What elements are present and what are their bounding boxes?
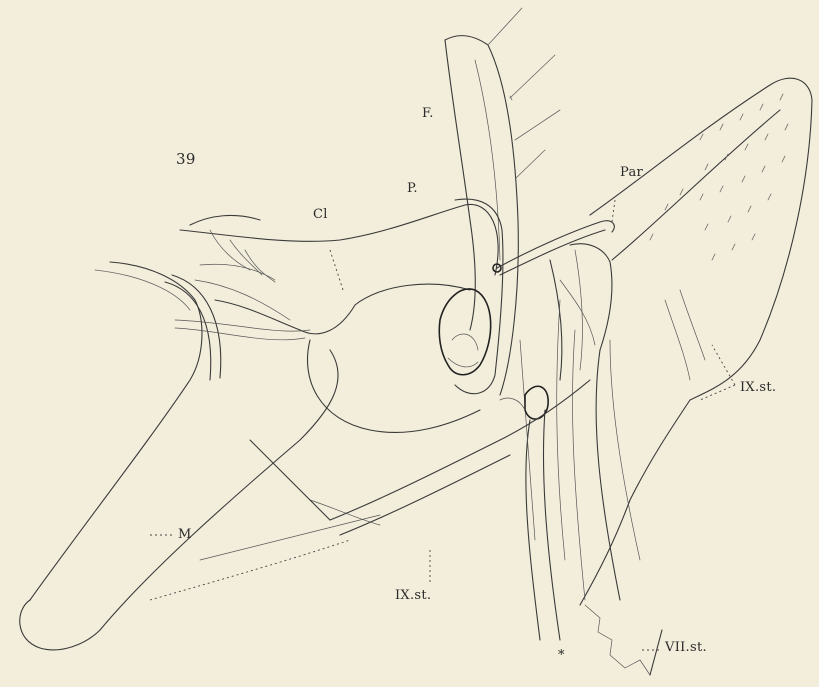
vii-sternite-edge [585,605,662,675]
figure-number: 39 [176,150,196,168]
label-ix-st-right: IX.st. [740,380,776,395]
label-f: F. [422,106,434,121]
label-par: Par [620,165,643,180]
label-ix-st-bottom: IX.st. [395,588,431,603]
lower-sheath [150,380,590,600]
label-m: M [178,527,192,542]
label-star: * [558,648,565,663]
ix-sternite-right [580,78,812,605]
setae-field [650,94,788,260]
label-vii-st: VII.st. [665,640,707,655]
label-p: P. [407,181,418,196]
par-structure [497,221,614,380]
cl-body [180,204,498,432]
aedeagus-rods [500,300,640,640]
label-cl: Cl [313,207,328,222]
f-process [445,8,560,395]
